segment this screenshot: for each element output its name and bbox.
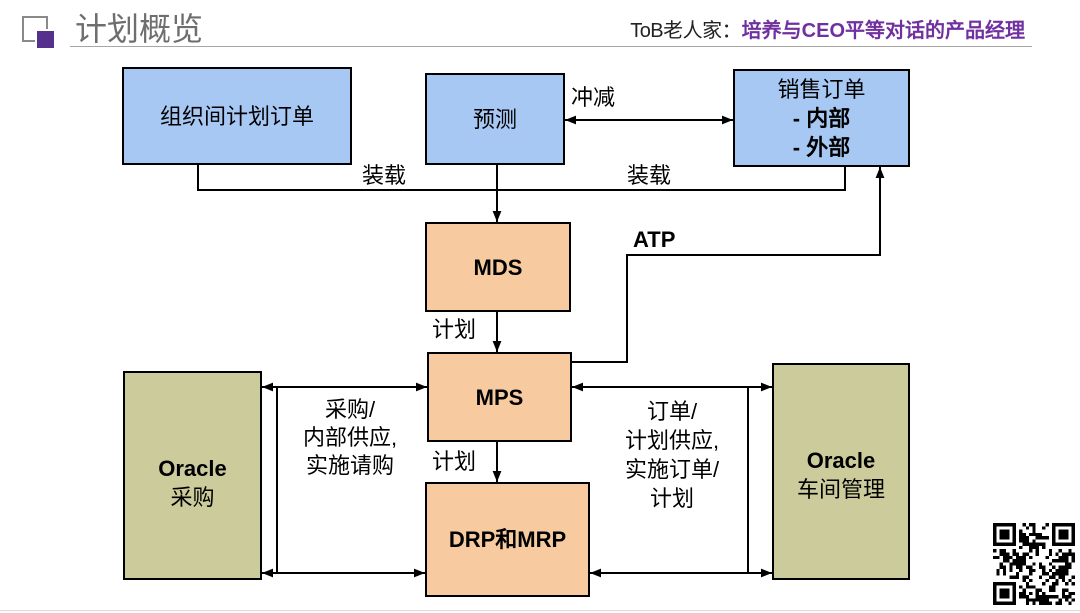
edge-label-purchasing-flow: 采购/ 内部供应, 实施请购: [285, 396, 415, 480]
node-label: 销售订单: [777, 76, 866, 102]
node-oracle-shop-floor: Oracle 车间管理: [772, 363, 910, 580]
node-forecast: 预测: [425, 73, 565, 165]
edge-label-plan-mps-drp: 计划: [432, 449, 477, 474]
brand-slogan: 培养与CEO平等对话的产品经理: [741, 20, 1025, 42]
node-label: DRP和MRP: [448, 527, 567, 552]
edge-load-orders-to-sales: [197, 165, 846, 191]
edge-label-consume: 冲减: [571, 85, 616, 110]
footer-divider: [0, 610, 1080, 611]
brand-name: ToB老人家: [630, 20, 722, 42]
edge-label-atp: ATP: [633, 227, 676, 252]
title-icon: [37, 31, 54, 48]
edge-label-plan-mds-mps: 计划: [432, 317, 477, 342]
slide-title: 计划概览: [75, 11, 204, 47]
node-title: Oracle: [806, 447, 876, 473]
node-title: Oracle: [158, 455, 227, 481]
node-mps: MPS: [427, 352, 572, 442]
node-label: MDS: [473, 254, 523, 280]
flow-line: 采购/: [324, 397, 376, 422]
qr-code-icon: [993, 523, 1075, 605]
header-divider: [70, 46, 1032, 47]
node-label: MPS: [475, 384, 524, 410]
node-inter-org-orders: 组织间计划订单: [122, 67, 352, 165]
flow-line: 实施订单/: [624, 457, 720, 482]
node-label: 预测: [472, 106, 517, 132]
header-tagline: ToB老人家：培养与CEO平等对话的产品经理: [630, 18, 1025, 44]
flow-line: 内部供应,: [302, 425, 398, 450]
node-oracle-purchasing: Oracle 采购: [123, 371, 262, 580]
edge-label-load-right: 装载: [627, 163, 672, 188]
node-subtitle: 车间管理: [796, 476, 885, 502]
brand-separator: ：: [721, 20, 742, 42]
title-icon-outline: [22, 16, 48, 42]
node-sales-orders: 销售订单 - 内部 - 外部: [733, 69, 910, 167]
edge-label-shop-floor-flow: 订单/ 计划供应, 实施订单/ 计划: [607, 397, 737, 513]
flow-line: 计划供应,: [624, 428, 720, 453]
node-drp-mrp: DRP和MRP: [425, 482, 590, 597]
flow-line: 订单/: [646, 399, 698, 424]
node-subtitle: 采购: [170, 484, 215, 510]
node-sublabel-external: - 外部: [792, 134, 851, 160]
flow-line: 计划: [649, 486, 694, 511]
node-label: 组织间计划订单: [159, 103, 314, 129]
flow-line: 实施请购: [305, 453, 394, 478]
node-mds: MDS: [425, 222, 571, 312]
edge-label-load-left: 装载: [362, 163, 407, 188]
node-sublabel-internal: - 内部: [792, 105, 851, 131]
edge-mps-atp-to-sales: [572, 167, 885, 363]
